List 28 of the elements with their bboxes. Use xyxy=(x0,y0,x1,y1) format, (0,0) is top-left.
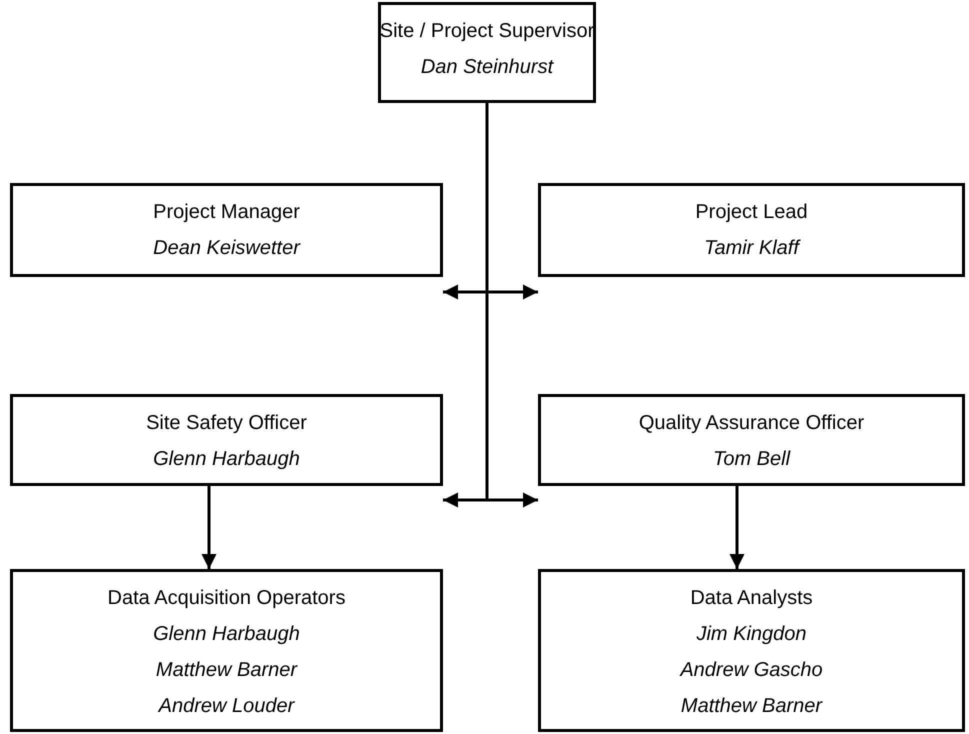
person-name: Jim Kingdon xyxy=(696,622,807,647)
role-title: Project Manager xyxy=(153,200,300,225)
role-box xyxy=(538,394,965,486)
person-name: Dan Steinhurst xyxy=(420,55,554,80)
arrow xyxy=(202,486,216,569)
role-box xyxy=(378,2,596,103)
person-name: Matthew Barner xyxy=(156,658,298,683)
person-name: Andrew Gascho xyxy=(680,658,823,683)
role-title: Quality Assurance Officer xyxy=(638,411,864,436)
role-box xyxy=(10,394,443,486)
role-title: Site Safety Officer xyxy=(146,411,307,436)
person-name: Glenn Harbaugh xyxy=(153,622,300,647)
arrow xyxy=(730,486,744,569)
role-title: Site / Project Supervisor xyxy=(380,19,594,44)
role-title: Data Analysts xyxy=(690,586,813,611)
arrow xyxy=(486,103,538,508)
role-box xyxy=(10,569,443,732)
person-name: Matthew Barner xyxy=(680,694,822,719)
person-name: Andrew Louder xyxy=(158,694,294,719)
role-box xyxy=(10,183,443,277)
role-title: Project Lead xyxy=(695,200,808,225)
role-title: Data Acquisition Operators xyxy=(108,586,346,611)
person-name: Glenn Harbaugh xyxy=(153,447,300,472)
person-name: Tom Bell xyxy=(712,447,790,472)
role-box xyxy=(538,183,965,277)
person-name: Dean Keiswetter xyxy=(153,236,300,261)
person-name: Tamir Klaff xyxy=(704,236,799,261)
role-box xyxy=(538,569,965,732)
